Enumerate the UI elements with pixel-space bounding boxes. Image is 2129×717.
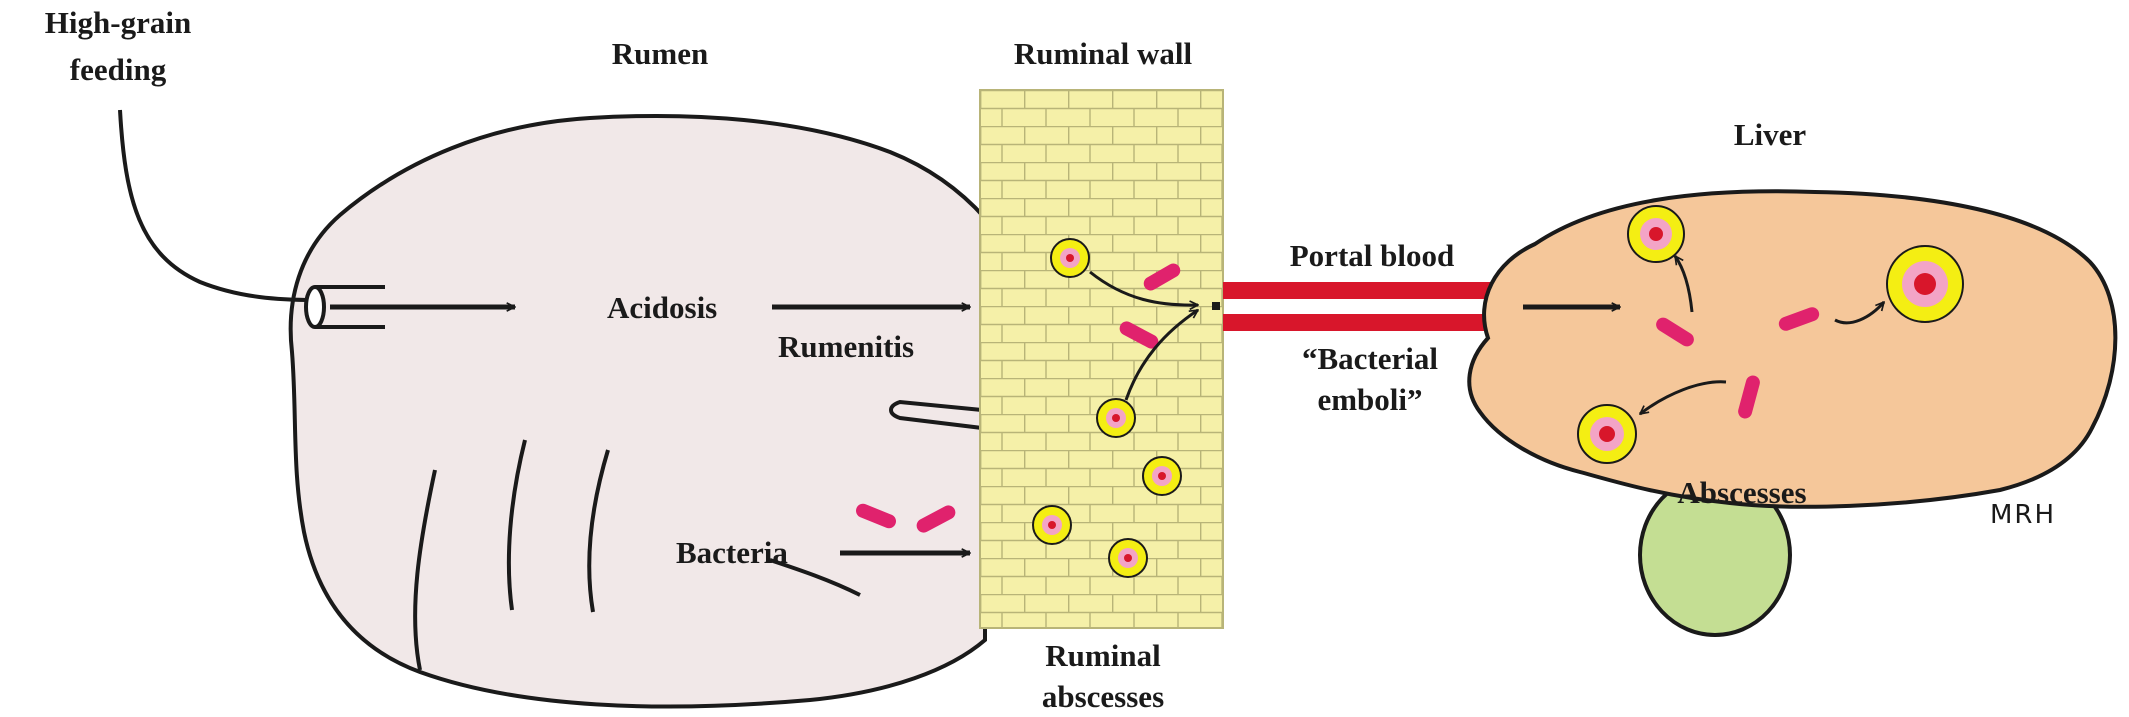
bacteria-label: Bacteria	[676, 535, 788, 570]
feeding-line	[120, 110, 315, 300]
acidosis-label: Acidosis	[607, 290, 717, 325]
liver-abscess	[1578, 405, 1636, 463]
feeding-label-line2: feeding	[70, 52, 167, 87]
liver-label: Liver	[1734, 117, 1807, 152]
artist-signature: MRH	[1990, 500, 2056, 530]
ruminal-abscesses-label-line2: abscesses	[1042, 679, 1164, 714]
portal-vessel-lower	[1223, 314, 1523, 331]
liver-abscess	[1628, 206, 1684, 262]
portal-vessel-dot	[1212, 302, 1220, 310]
ruminal-wall	[980, 90, 1223, 628]
emboli-label-line2: emboli”	[1317, 382, 1422, 417]
wall-abscess	[1033, 506, 1071, 544]
feeding-tube-mouth	[306, 287, 324, 327]
wall-abscess	[1097, 399, 1135, 437]
wall-abscess	[1143, 457, 1181, 495]
feeding-label-line1: High-grain	[45, 5, 191, 40]
wall-abscess	[1051, 239, 1089, 277]
liver	[1469, 191, 2115, 506]
portal-blood-label: Portal blood	[1290, 238, 1454, 273]
abscesses-label: Abscesses	[1677, 475, 1806, 510]
wall-abscess	[1109, 539, 1147, 577]
rumen-body	[291, 116, 985, 707]
rumenitis-label: Rumenitis	[778, 329, 914, 364]
ruminal-abscesses-label-line1: Ruminal	[1045, 638, 1161, 673]
rumen-label: Rumen	[612, 36, 708, 71]
emboli-label-line1: “Bacterial	[1302, 341, 1438, 376]
ruminal-wall-label: Ruminal wall	[1014, 36, 1193, 71]
liver-abscess	[1887, 246, 1963, 322]
portal-vessel-upper	[1223, 282, 1523, 299]
